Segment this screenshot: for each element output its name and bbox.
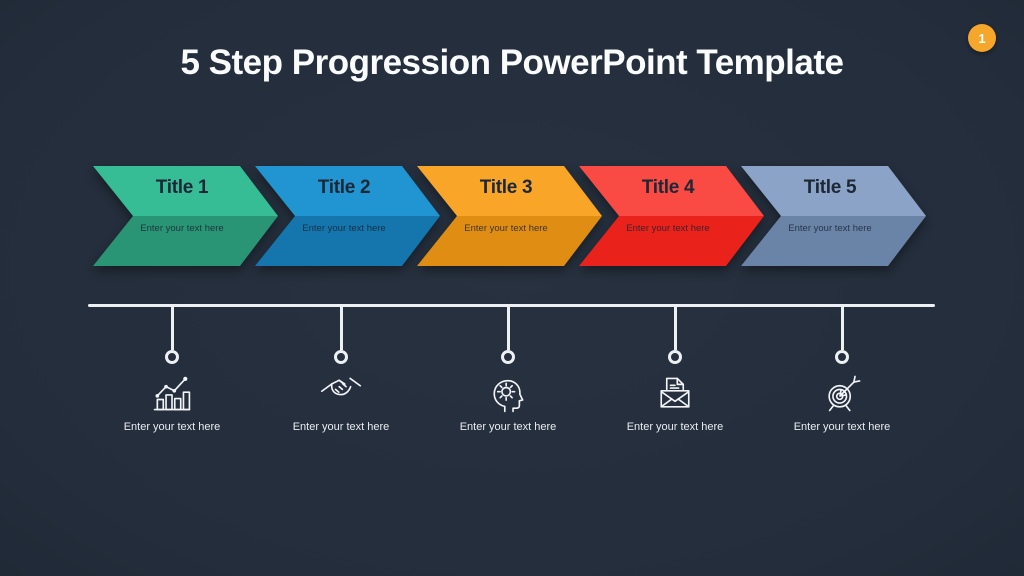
step-caption: Enter your text here <box>459 421 557 433</box>
timeline-dot <box>165 350 179 364</box>
growth-chart-icon <box>153 376 191 411</box>
chevron-step-5[interactable]: Title 5 Enter your text here <box>741 166 926 266</box>
chevron-step-3[interactable]: Title 3 Enter your text here <box>417 166 602 266</box>
timeline-tick <box>170 306 174 350</box>
step-subtitle: Enter your text here <box>140 223 224 234</box>
step-caption: Enter your text here <box>292 421 390 433</box>
slide-title: 5 Step Progression PowerPoint Template <box>180 43 844 82</box>
page-number-badge: 1 <box>968 24 996 52</box>
timeline-dot <box>334 350 348 364</box>
timeline-tick <box>673 306 677 350</box>
step-title: Title 1 <box>155 177 209 198</box>
step-subtitle: Enter your text here <box>788 223 872 234</box>
step-title: Title 3 <box>479 177 533 198</box>
step-subtitle: Enter your text here <box>302 223 386 234</box>
step-title: Title 4 <box>641 177 695 198</box>
timeline-dot <box>668 350 682 364</box>
step-caption: Enter your text here <box>793 421 891 433</box>
target-arrow-icon <box>828 375 861 412</box>
chevron-step-4[interactable]: Title 4 Enter your text here <box>579 166 764 266</box>
timeline-line <box>88 304 935 307</box>
step-title: Title 2 <box>317 177 371 198</box>
envelope-document-icon <box>660 377 690 408</box>
step-caption: Enter your text here <box>626 421 724 433</box>
step-caption: Enter your text here <box>123 421 221 433</box>
chevron-step-1[interactable]: Title 1 Enter your text here <box>93 166 278 266</box>
timeline-tick <box>840 306 844 350</box>
timeline-dot <box>835 350 849 364</box>
step-subtitle: Enter your text here <box>464 223 548 234</box>
timeline-dot <box>501 350 515 364</box>
head-gear-icon <box>493 379 524 413</box>
handshake-icon <box>320 377 362 396</box>
timeline-tick <box>339 306 343 350</box>
step-subtitle: Enter your text here <box>626 223 710 234</box>
chevron-step-2[interactable]: Title 2 Enter your text here <box>255 166 440 266</box>
step-title: Title 5 <box>803 177 857 198</box>
timeline-tick <box>506 306 510 350</box>
